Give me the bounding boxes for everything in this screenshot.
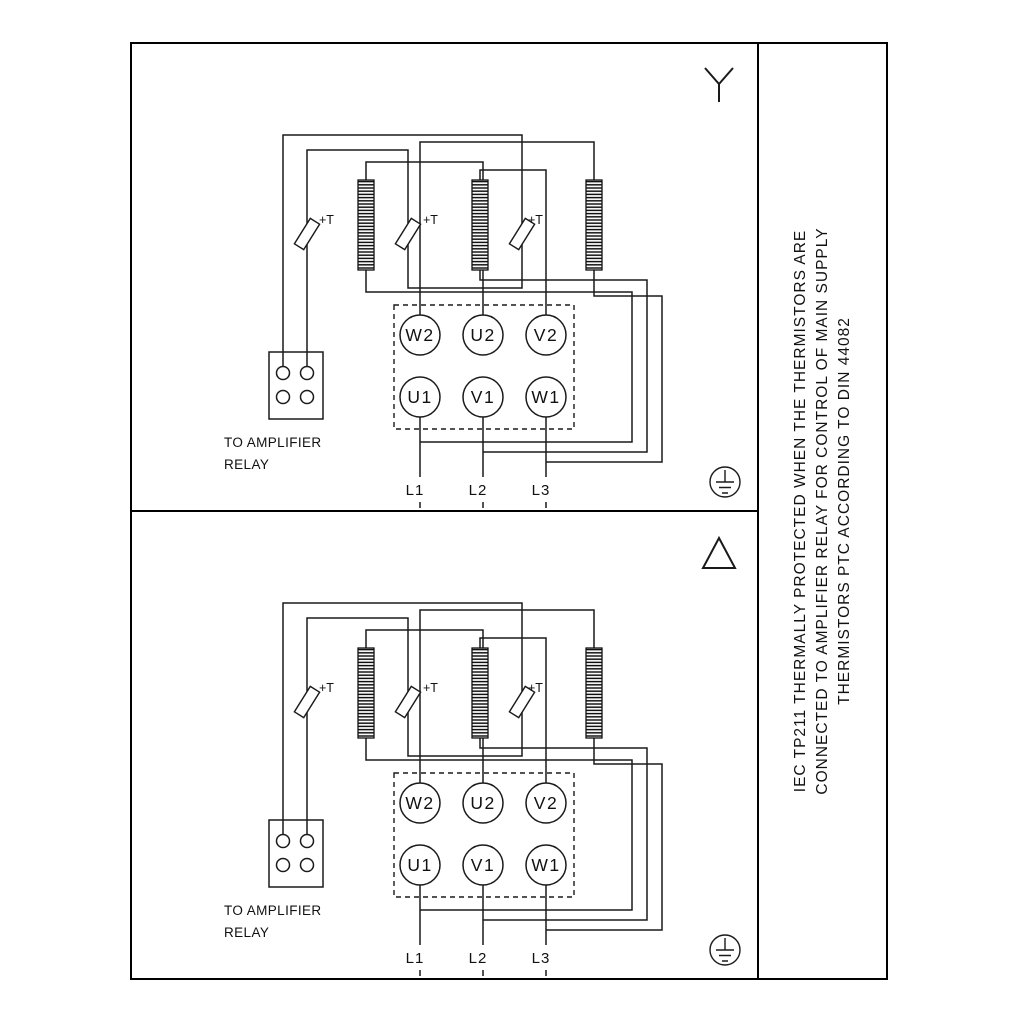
- thermistor-label: +T: [528, 213, 543, 227]
- terminal-label: V1: [471, 855, 495, 875]
- terminal-u1: U1: [399, 376, 441, 418]
- star-connection-icon: [704, 67, 734, 103]
- terminal-v1: V1: [462, 376, 504, 418]
- terminal-label: V2: [534, 793, 558, 813]
- delta-wiring-panel: +T +T +T W2 U2: [132, 512, 757, 978]
- motor-winding-1: [357, 179, 375, 271]
- amplifier-relay-connector: [268, 819, 324, 888]
- thermistor-icon: [394, 217, 422, 251]
- terminal-block-outline: [393, 772, 575, 898]
- relay-note-line-2: RELAY: [224, 457, 269, 472]
- thermistor-label: +T: [423, 681, 438, 695]
- thermistor-icon: [293, 217, 321, 251]
- supply-label-l3: L3: [532, 950, 551, 967]
- thermistor-icon: [394, 685, 422, 719]
- relay-note-line-1: TO AMPLIFIER: [224, 435, 322, 450]
- thermistor-icon: [293, 685, 321, 719]
- terminal-label: U1: [407, 855, 432, 875]
- thermistor-2: +T: [394, 681, 438, 719]
- relay-note-line-2: RELAY: [224, 925, 269, 940]
- side-note-line-1: IEC TP211 THERMALLY PROTECTED WHEN THE T…: [791, 229, 809, 793]
- side-note-line-3: THERMISTORS PTC ACCORDING TO DIN 44082: [835, 317, 853, 705]
- terminal-w1: W1: [525, 376, 567, 418]
- terminal-u2: U2: [462, 314, 504, 356]
- thermistor-label: +T: [423, 213, 438, 227]
- side-note-column: IEC TP211 THERMALLY PROTECTED WHEN THE T…: [759, 44, 886, 978]
- terminal-w1: W1: [525, 844, 567, 886]
- terminal-w2: W2: [399, 314, 441, 356]
- amplifier-relay-connector: [268, 351, 324, 420]
- terminal-label: U1: [407, 387, 432, 407]
- supply-label-l1: L1: [406, 482, 425, 499]
- ground-icon: [709, 934, 741, 966]
- supply-label-l1: L1: [406, 950, 425, 967]
- terminal-label: W1: [531, 387, 560, 407]
- terminal-u2: U2: [462, 782, 504, 824]
- thermistor-2: +T: [394, 213, 438, 251]
- terminal-u1: U1: [399, 844, 441, 886]
- supply-label-l2: L2: [469, 482, 488, 499]
- motor-winding-3: [585, 647, 603, 739]
- terminal-v1: V1: [462, 844, 504, 886]
- terminal-v2: V2: [525, 782, 567, 824]
- supply-label-l3: L3: [532, 482, 551, 499]
- supply-label-l2: L2: [469, 950, 488, 967]
- terminal-v2: V2: [525, 314, 567, 356]
- thermistor-label: +T: [528, 681, 543, 695]
- terminal-label: V1: [471, 387, 495, 407]
- thermistor-label: +T: [319, 681, 334, 695]
- motor-winding-2: [471, 179, 489, 271]
- thermistor-3: +T: [508, 213, 543, 251]
- motor-winding-2: [471, 647, 489, 739]
- diagram-frame: +T +T +T W2 U2: [130, 42, 888, 980]
- terminal-label: W2: [405, 793, 434, 813]
- terminal-label: W2: [405, 325, 434, 345]
- terminal-label: U2: [470, 793, 495, 813]
- delta-connection-icon: [702, 537, 736, 569]
- side-note: IEC TP211 THERMALLY PROTECTED WHEN THE T…: [790, 61, 856, 961]
- thermistor-label: +T: [319, 213, 334, 227]
- side-note-line-2: CONNECTED TO AMPLIFIER RELAY FOR CONTROL…: [813, 227, 831, 795]
- thermistor-1: +T: [293, 681, 334, 719]
- thermistor-3: +T: [508, 681, 543, 719]
- relay-note-line-1: TO AMPLIFIER: [224, 903, 322, 918]
- wiring-panels: +T +T +T W2 U2: [132, 44, 759, 978]
- motor-winding-3: [585, 179, 603, 271]
- terminal-block-outline: [393, 304, 575, 430]
- thermistor-1: +T: [293, 213, 334, 251]
- terminal-label: W1: [531, 855, 560, 875]
- star-wiring-panel: +T +T +T W2 U2: [132, 44, 757, 512]
- motor-winding-1: [357, 647, 375, 739]
- terminal-label: V2: [534, 325, 558, 345]
- ground-icon: [709, 466, 741, 498]
- terminal-label: U2: [470, 325, 495, 345]
- terminal-w2: W2: [399, 782, 441, 824]
